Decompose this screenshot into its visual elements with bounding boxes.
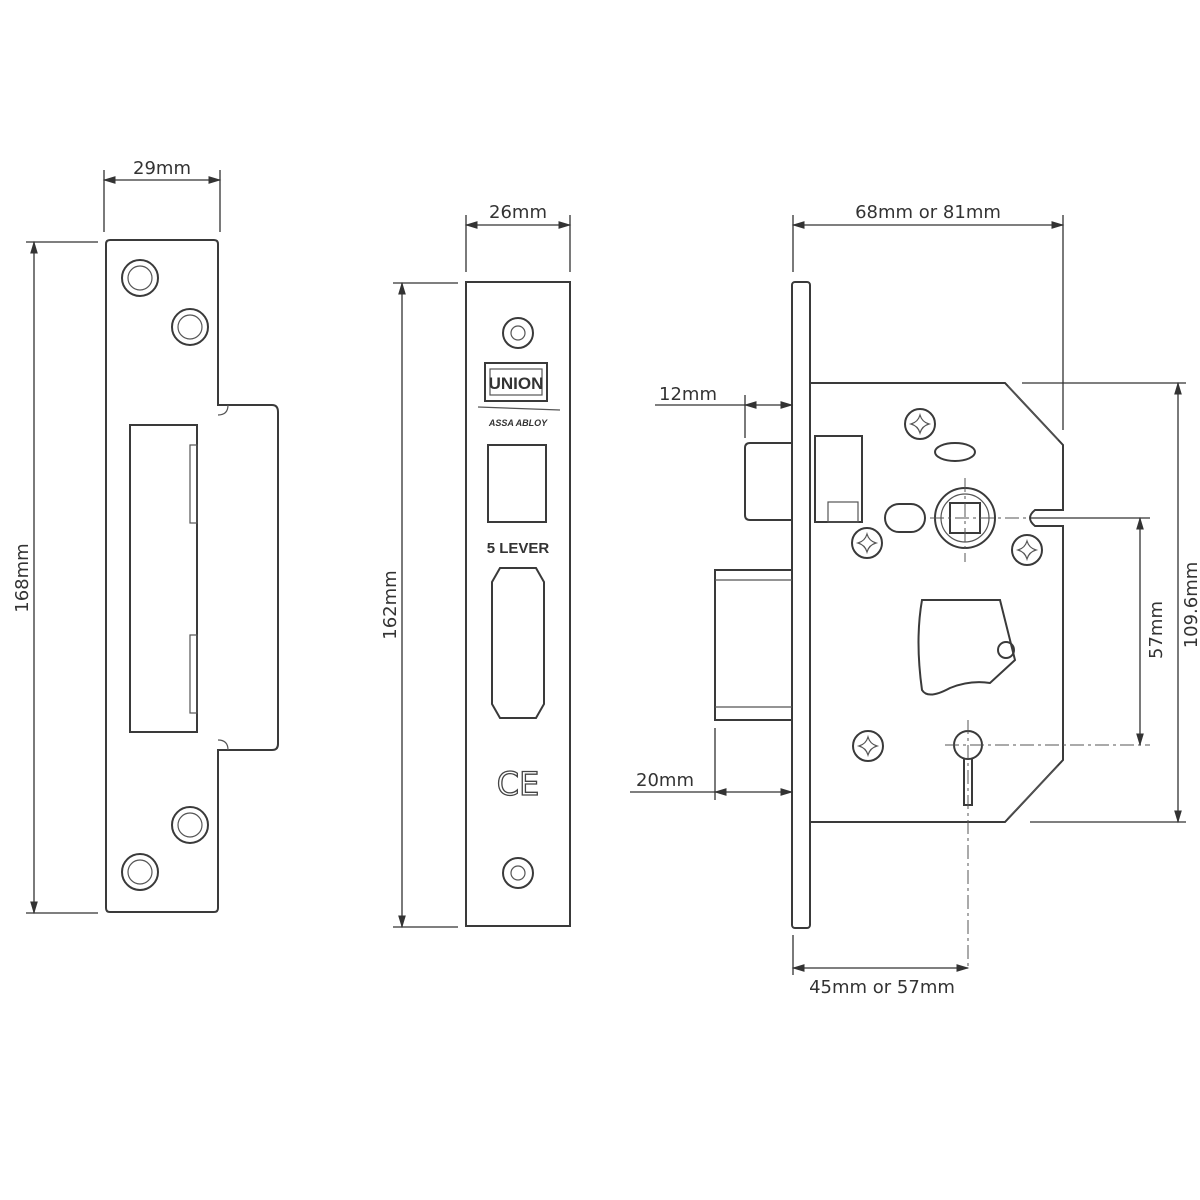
latch-projection-dimension: 12mm [655, 384, 794, 438]
strike-height-dimension: 168mm [12, 240, 98, 915]
screw-hole [171, 806, 209, 844]
bolt-projection-dimension: 20mm [630, 728, 794, 800]
faceplate-height-label: 162mm [380, 570, 401, 639]
union-logo: UNION ASSA ABLOY [477, 362, 561, 428]
case-height-label: 109.6mm [1181, 562, 1200, 649]
lever-label: 5 LEVER [487, 540, 550, 557]
overall-width-dimension: 68mm or 81mm [791, 202, 1065, 430]
faceplate-width-dimension: 26mm [464, 202, 572, 272]
case-height-dimension: 109.6mm [1022, 381, 1200, 824]
screw-icon [852, 730, 884, 762]
backset-dimension: 45mm or 57mm [791, 935, 970, 998]
latch-bolt [744, 442, 793, 521]
dead-bolt [714, 569, 793, 721]
centres-label: 57mm [1146, 601, 1167, 659]
faceplate-height-dimension: 162mm [380, 281, 458, 929]
strike-width-label: 29mm [133, 158, 191, 179]
lock-body [714, 281, 1150, 970]
ce-mark: CE [497, 765, 540, 803]
screw-hole [121, 259, 159, 297]
backset-label: 45mm or 57mm [809, 977, 955, 998]
screw-hole [171, 308, 209, 346]
screw-icon [904, 408, 936, 440]
overall-width-label: 68mm or 81mm [855, 202, 1001, 223]
strike-plate [105, 239, 279, 913]
faceplate: UNION ASSA ABLOY 5 LEVER CE [465, 281, 571, 927]
faceplate-width-label: 26mm [489, 202, 547, 223]
screw-icon [1011, 534, 1043, 566]
strike-height-label: 168mm [12, 543, 33, 612]
bolt-projection-label: 20mm [636, 770, 694, 791]
latch-projection-label: 12mm [659, 384, 717, 405]
screw-hole [121, 853, 159, 891]
screw-icon [851, 527, 883, 559]
centres-dimension: 57mm [1030, 516, 1167, 747]
svg-text:ASSA ABLOY: ASSA ABLOY [488, 418, 548, 428]
strike-width-dimension: 29mm [102, 158, 222, 232]
svg-text:UNION: UNION [489, 374, 544, 393]
